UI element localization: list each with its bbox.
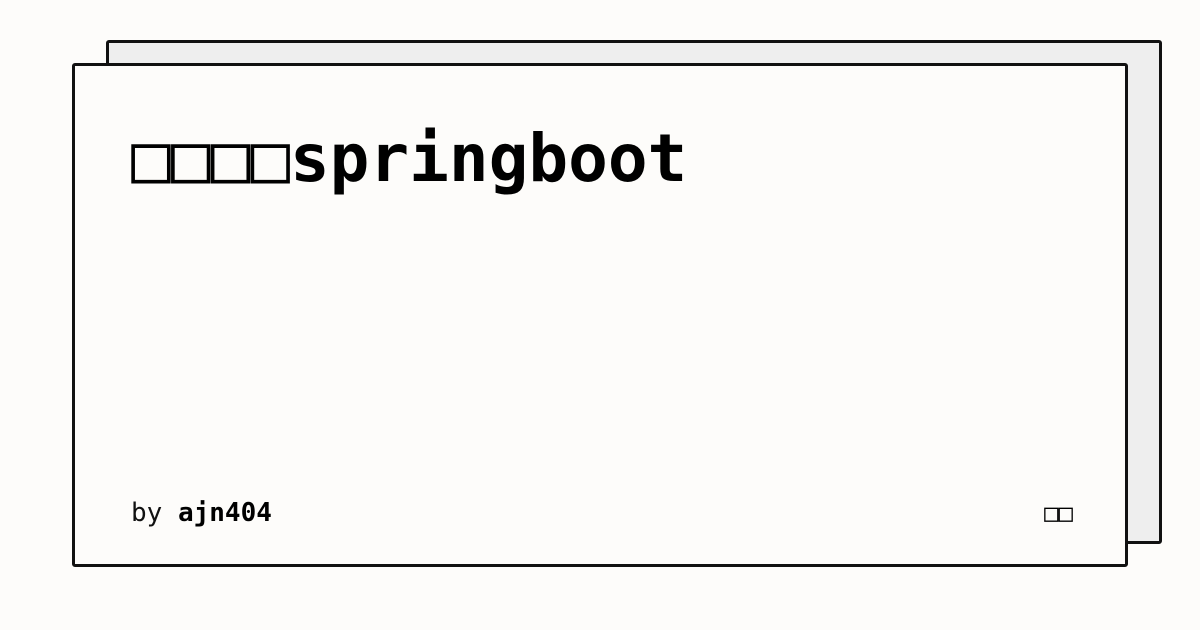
author-name: ajn404 bbox=[177, 498, 272, 528]
byline-prefix: by bbox=[131, 498, 163, 528]
site-mark: □□ bbox=[1044, 499, 1073, 527]
post-title: □□□□springboot bbox=[131, 120, 688, 197]
post-card: □□□□springboot by ajn404 □□ bbox=[72, 63, 1128, 567]
byline: by ajn404 bbox=[131, 494, 272, 532]
